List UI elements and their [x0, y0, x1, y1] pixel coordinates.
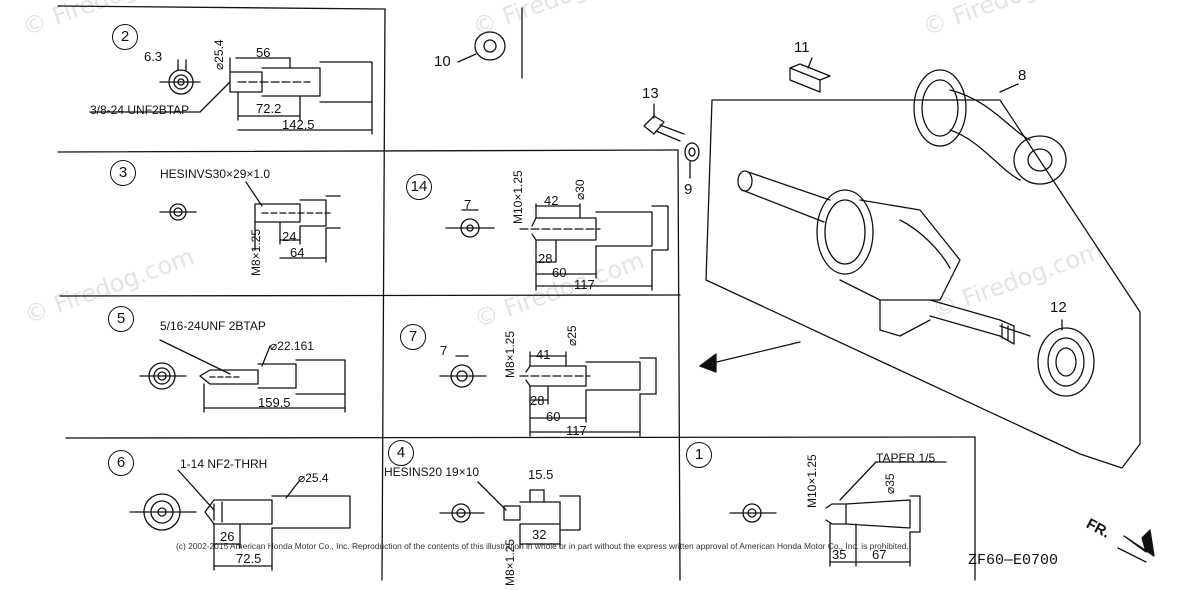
copyright-notice: (c) 2002-2015 American Honda Motor Co., …	[176, 541, 909, 551]
shaft-variant-7	[439, 351, 657, 437]
variant-7-number: 7	[400, 324, 426, 350]
thread-label: M10×1.25	[511, 170, 525, 224]
diagram-code: ZF60—E0700	[968, 552, 1059, 569]
variant-3-number: 3	[110, 160, 136, 186]
dim-label: 142.5	[282, 117, 315, 132]
variant-5-number: 5	[108, 306, 134, 332]
spec-label: HESINS20 19×10	[384, 465, 480, 479]
dim-label: 72.5	[236, 551, 262, 566]
dim-label: 117	[574, 277, 595, 292]
dim-label: 28	[538, 251, 553, 266]
shaft-variant-6	[129, 469, 351, 571]
key-label: 7	[464, 197, 472, 212]
diameter-label: ⌀35	[883, 473, 897, 494]
dim-label: 60	[546, 409, 561, 424]
panel-borders	[57, 5, 976, 581]
shaft-variant-14	[445, 203, 669, 291]
shaft-variant-4	[439, 481, 581, 549]
diameter-label: ⌀25.4	[298, 471, 329, 485]
exploded-view	[457, 31, 1155, 563]
dim-label: 67	[872, 547, 887, 562]
dim-label: 159.5	[258, 395, 291, 410]
thread-label: 1-14 NF2-THRH	[180, 457, 268, 471]
dim-label: 15.5	[528, 467, 554, 482]
shaft-variant-1	[729, 461, 947, 567]
dim-label: 6.3	[144, 49, 163, 64]
dim-label: 41	[536, 347, 551, 362]
callout-8: 8	[1018, 67, 1027, 84]
dim-label: 35	[832, 547, 847, 562]
callout-11: 11	[794, 39, 810, 56]
variant-1-number: 1	[686, 442, 712, 468]
variant-2-number: 2	[112, 24, 138, 50]
callout-10: 10	[434, 53, 451, 70]
thread-label: 3/8-24 UNF2BTAP	[90, 103, 190, 117]
dim-label: 117	[566, 423, 587, 438]
dim-label: 60	[552, 265, 567, 280]
diameter-label: ⌀30	[573, 179, 587, 200]
callout-9: 9	[684, 181, 693, 198]
callout-13: 13	[642, 85, 659, 102]
shaft-variant-5	[139, 339, 346, 413]
dim-label: 32	[532, 527, 547, 542]
shaft-variant-3	[159, 181, 341, 263]
thread-label: M8×1.25	[503, 330, 517, 378]
variant-4-number: 4	[388, 440, 414, 466]
thread-label: M8×1.25	[249, 228, 263, 276]
diameter-label: ⌀25	[565, 325, 579, 346]
variant-6-number: 6	[108, 450, 134, 476]
dim-label: 24	[282, 229, 297, 244]
variant-14-number: 14	[406, 174, 432, 200]
dim-label: 42	[544, 193, 559, 208]
dim-label: 56	[256, 45, 271, 60]
taper-label: TAPER 1/5	[876, 451, 936, 465]
shaft-variant-2	[89, 57, 373, 135]
callout-12: 12	[1050, 299, 1067, 316]
diameter-label: ⌀25.4	[212, 39, 226, 70]
diameter-label: ⌀22.161	[270, 339, 314, 353]
dim-label: 72.2	[256, 101, 282, 116]
dim-label: 64	[290, 245, 305, 260]
dim-label: 28	[530, 393, 545, 408]
spec-label: HESINVS30×29×1.0	[160, 167, 271, 181]
thread-label: 5/16-24UNF 2BTAP	[160, 319, 266, 333]
thread-label: M10×1.25	[805, 454, 819, 508]
key-label: 7	[440, 343, 448, 358]
dim-label: 26	[220, 529, 235, 544]
